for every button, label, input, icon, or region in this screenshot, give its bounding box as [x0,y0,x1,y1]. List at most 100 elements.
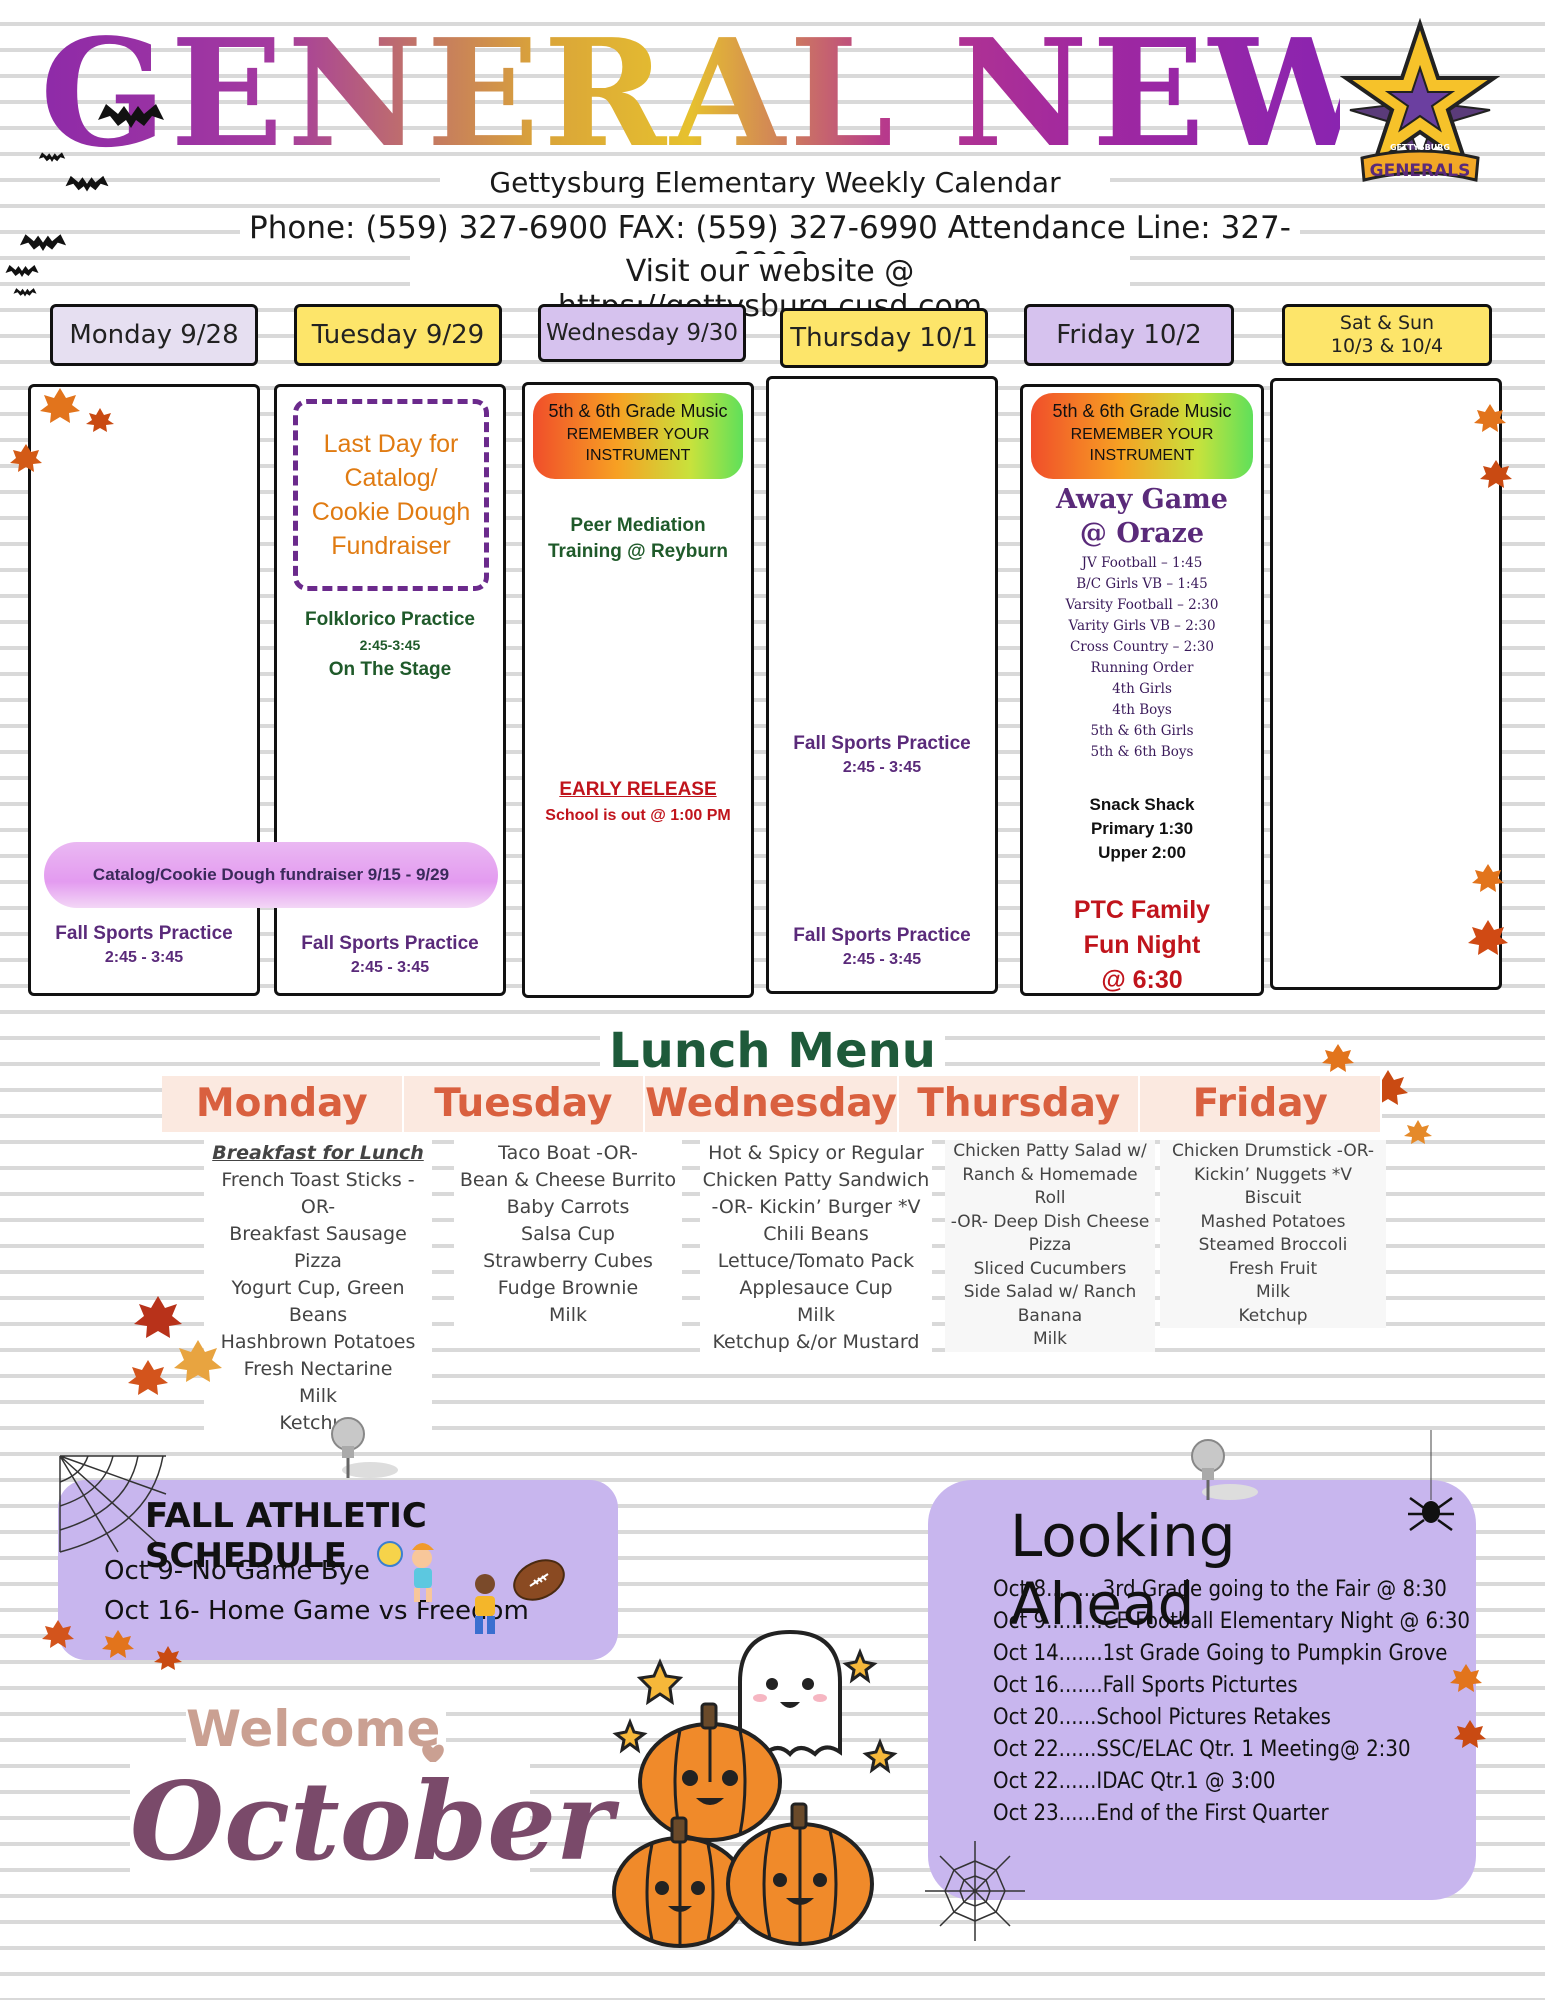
logo-text-bottom: GENERALS [1370,161,1471,181]
subtitle: Gettysburg Elementary Weekly Calendar [440,166,1110,204]
early-release: EARLY RELEASE [559,779,717,800]
push-pin-icon [1191,1439,1258,1500]
maple-leaf-icon [1474,404,1512,488]
day-column-wednesday: 5th & 6th Grade Music REMEMBER YOUR INST… [522,382,754,998]
star-logo-icon: GENERALS GETTYSBURG [1340,18,1500,182]
lunch-day-wednesday: Wednesday [645,1076,899,1132]
lunch-column-thursday: Chicken Patty Salad w/ Ranch & Homemade … [945,1140,1155,1352]
looking-ahead-title: Looking Ahead [1010,1502,1236,1638]
list-item: Steamed Broccoli [1198,1235,1348,1255]
looking-ahead-panel [928,1480,1476,1900]
snack-line3: Upper 2:00 [1098,843,1186,862]
list-item: -OR- Kickin’ Burger *V [711,1196,921,1218]
list-item: Oct 8.........3rd Grade going to the Fai… [993,1577,1447,1602]
list-item: Bean & Cheese Burrito [459,1169,677,1191]
early-release-note: School is out @ 1:00 PM [545,807,731,824]
bat-icon [98,104,164,128]
music-note2: INSTRUMENT [585,447,691,464]
thursday-sports-mid-time: 2:45 - 3:45 [842,759,922,776]
fundraiser-banner: Catalog/Cookie Dough fundraiser 9/15 - 9… [44,842,498,908]
breakfast-for-lunch-heading: Breakfast for Lunch [212,1142,424,1164]
day-header-friday: Friday 10/2 [1024,304,1234,366]
website-link[interactable]: Visit our website @ https://gettysburg.c… [410,254,1130,324]
maple-leaf-icon [1450,1664,1486,1748]
list-item: Yogurt Cup, Green Beans [231,1277,405,1326]
list-item: Strawberry Cubes [483,1250,653,1272]
day-column-weekend [1270,378,1502,990]
tuesday-box-line4: Fundraiser [331,532,451,560]
music-note1: REMEMBER YOUR [566,426,710,443]
october-text: October [130,1759,613,1885]
away-game-title: Away Game @ Oraze [1023,483,1261,551]
logo-text-top: GETTYSBURG [1390,143,1450,152]
thursday-sports-mid: Fall Sports Practice [793,733,971,754]
day-header-wednesday: Wednesday 9/30 [538,304,746,362]
music-reminder-wednesday: 5th & 6th Grade Music REMEMBER YOUR INST… [533,393,743,479]
maple-leaf-icon [42,1620,182,1670]
list-item: Breakfast Sausage Pizza [229,1223,407,1272]
list-item: Milk [549,1304,587,1326]
lunch-day-friday: Friday [1140,1076,1383,1132]
list-item: Hot & Spicy or Regular [708,1142,924,1164]
away-line1: Away Game [1056,484,1228,515]
list-item: Cross Country – 2:30 [1069,639,1215,655]
weekend-line2: 10/3 & 10/4 [1330,335,1444,357]
volleyball-girl-icon [377,1541,434,1602]
athletic-title: FALL ATHLETIC SCHEDULE [145,1496,427,1576]
peer-mediation-line1: Peer Mediation [570,515,706,536]
list-item: Chicken Patty Salad w/ [953,1141,1147,1161]
bat-icon [19,234,67,251]
day-header-thursday: Thursday 10/1 [780,308,988,368]
thursday-sports: Fall Sports Practice [793,925,971,946]
maple-leaf-icon [128,1296,222,1395]
list-item: Baby Carrots [506,1196,630,1218]
list-item: -OR- Deep Dish Cheese [950,1211,1150,1232]
folklorico-place: On The Stage [328,659,452,680]
heart-icon [422,1744,444,1764]
list-item: Chicken Drumstick -OR- [1171,1141,1375,1161]
runner-boy-icon [475,1574,495,1634]
list-item: 4th Girls [1112,681,1172,697]
day-header-tuesday: Tuesday 9/29 [294,304,502,366]
music-grade: 5th & 6th Grade Music [1052,401,1232,421]
list-item: Pizza [1028,1235,1072,1255]
music-reminder-friday: 5th & 6th Grade Music REMEMBER YOUR INST… [1031,393,1253,479]
folklorico-practice: Folklorico Practice [304,609,475,630]
list-item: Milk [1033,1329,1067,1349]
music-note2: INSTRUMENT [1089,447,1195,464]
ptc-fun-night: PTC Family Fun Night @ 6:30 [1023,893,1261,998]
list-item: Taco Boat -OR- [498,1142,638,1164]
snack-line2: Primary 1:30 [1090,819,1194,838]
maple-leaf-icon [40,388,114,432]
welcome-text: Welcome [186,1700,446,1758]
tuesday-sports-time: 2:45 - 3:45 [350,959,430,976]
football-icon [513,1559,565,1601]
weekend-line1: Sat & Sun [1339,312,1435,335]
lunch-column-wednesday: Hot & Spicy or Regular Chicken Patty San… [700,1140,932,1356]
maple-leaf-icon [10,444,42,472]
maple-leaf-icon [1322,1044,1432,1144]
pumpkin-icon [638,1702,782,1842]
list-item: Applesauce Cup [739,1277,893,1299]
music-note1: REMEMBER YOUR [1070,426,1214,443]
athletic-item: Oct 16- Home Game vs Freedom [104,1596,529,1626]
pumpkin-icon [726,1802,874,1946]
list-item: Kickin’ Nuggets *V [1194,1164,1352,1185]
athletic-item: Oct 9- No Game Bye [104,1556,370,1586]
list-item: Oct 23......End of the First Quarter [993,1801,1329,1826]
music-grade: 5th & 6th Grade Music [548,401,728,421]
tuesday-box-line1: Last Day for [323,430,459,458]
spider-web-icon [59,1455,167,1553]
fundraiser-deadline-box: Last Day for Catalog/ Cookie Dough Fundr… [293,399,489,591]
list-item: Running Order [1090,660,1194,676]
list-item: Sliced Cucumbers [973,1258,1127,1279]
lunch-menu-title: Lunch Menu [600,1016,945,1086]
pumpkin-icon [612,1816,748,1948]
list-item: Oct 20......School Pictures Retakes [993,1705,1331,1730]
lunch-day-tuesday: Tuesday [404,1076,646,1132]
list-item: Oct 22......IDAC Qtr.1 @ 3:00 [993,1769,1276,1794]
list-item: Oct 14.......1st Grade Going to Pumpkin … [993,1641,1448,1666]
list-item: Ranch & Homemade Roll [962,1164,1138,1209]
ptc-line1: PTC Family [1073,896,1211,924]
list-item: Fresh Fruit [1228,1258,1318,1279]
